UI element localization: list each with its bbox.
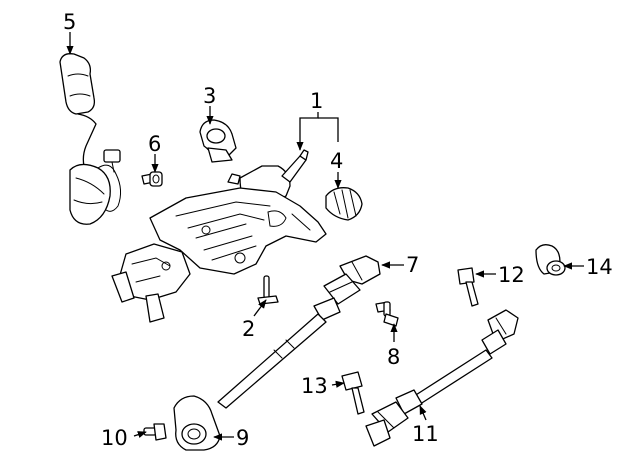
callout-13: 13 [301, 374, 328, 398]
callout-3: 3 [203, 84, 216, 108]
part-7-upper-shaft [217, 255, 381, 409]
callout-11: 11 [412, 422, 439, 446]
part-4-cover [325, 187, 363, 221]
callout-4: 4 [330, 149, 343, 173]
callout-5: 5 [63, 10, 76, 34]
part-2-bolt [257, 275, 279, 305]
callout-12: 12 [498, 263, 525, 287]
part-5-switch-lever [59, 53, 122, 225]
callout-8: 8 [387, 345, 400, 369]
leader-lines [66, 32, 584, 441]
callout-1: 1 [310, 89, 323, 113]
part-6-screw [141, 171, 163, 187]
part-10-screw [143, 423, 167, 441]
part-1-steering-column [111, 149, 327, 323]
callout-10: 10 [101, 426, 128, 450]
part-9-boot [173, 395, 221, 451]
part-11-lower-shaft [365, 309, 519, 447]
part-12-bolt [457, 267, 479, 307]
callout-7: 7 [406, 253, 419, 277]
part-13-bolt [341, 371, 365, 415]
callout-2: 2 [242, 317, 255, 341]
callout-labels: 5 3 6 1 4 2 7 8 12 14 13 11 10 9 [63, 10, 613, 450]
part-3-lock-housing [199, 119, 237, 163]
callout-6: 6 [148, 132, 161, 156]
callout-9: 9 [236, 426, 249, 450]
part-8-bolt [375, 301, 399, 327]
part-14-bushing [535, 244, 566, 276]
callout-14: 14 [586, 255, 613, 279]
